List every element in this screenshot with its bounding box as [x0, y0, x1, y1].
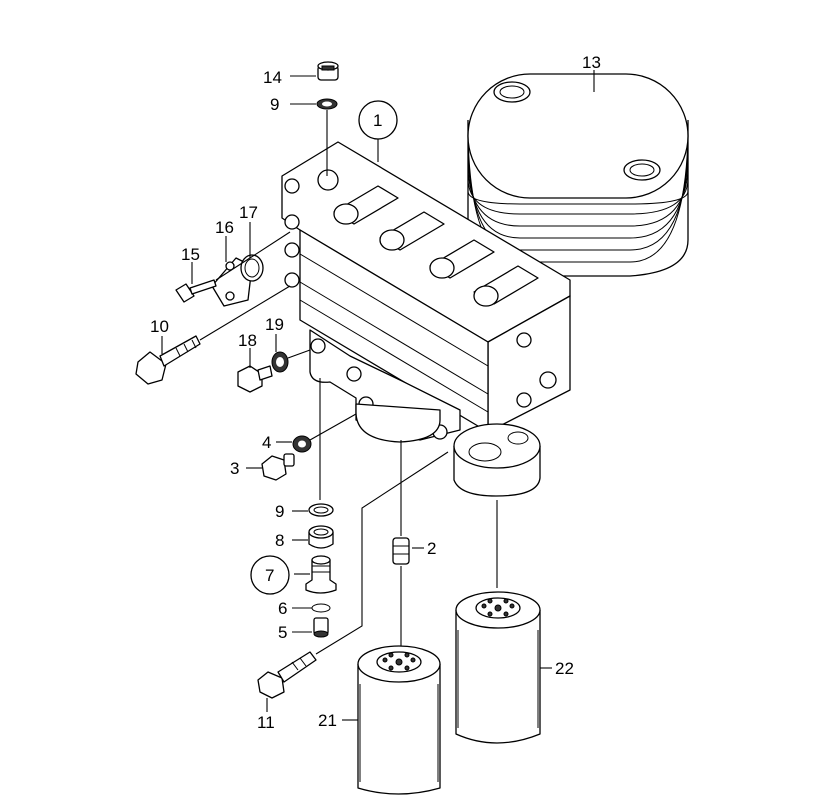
filter-adapter-cap [453, 423, 541, 497]
o-ring-part-6 [311, 603, 331, 613]
callout-circle-7 [250, 555, 290, 595]
callout-21: 21 [318, 711, 337, 730]
callout-19: 19 [265, 315, 284, 334]
plug-part-14 [317, 61, 339, 81]
washer-part-4 [292, 435, 312, 453]
callout-6: 6 [278, 599, 287, 618]
washer-part-9-top [316, 98, 338, 110]
callout-10: 10 [150, 317, 169, 336]
callout-3: 3 [230, 459, 239, 478]
plug-part-3 [261, 453, 295, 481]
callout-1: 1 [373, 111, 382, 130]
washer-part-9-lower [308, 503, 334, 517]
oil-filter-part-21 [357, 645, 441, 795]
valve-part-7 [305, 555, 337, 594]
callout-13: 13 [582, 53, 601, 72]
callout-17: 17 [239, 203, 258, 222]
sleeve-part-8 [308, 525, 334, 549]
callout-11: 11 [257, 713, 275, 732]
callout-8: 8 [275, 531, 284, 550]
bolt-part-18 [237, 365, 273, 393]
oil-filter-part-22 [455, 591, 541, 744]
nipple-part-2 [392, 537, 410, 565]
o-ring-part-17 [240, 254, 264, 282]
callout-22: 22 [555, 659, 574, 678]
callout-2: 2 [427, 539, 436, 558]
callout-16: 16 [215, 218, 234, 237]
callout-14: 14 [263, 68, 282, 87]
oil-cooler-part-13 [467, 73, 689, 277]
callout-18: 18 [238, 331, 257, 350]
bolt-part-10 [135, 335, 201, 385]
callout-9-lower: 9 [275, 502, 284, 521]
bolt-part-11 [257, 651, 317, 699]
bolt-part-15 [175, 279, 217, 303]
callout-9-top: 9 [270, 95, 279, 114]
callout-4: 4 [262, 433, 271, 452]
callout-circle-1 [358, 100, 398, 140]
callout-15: 15 [181, 245, 200, 264]
plug-part-5 [313, 617, 329, 638]
callout-5: 5 [278, 623, 287, 642]
callout-leaders [161, 70, 595, 721]
washer-part-19 [271, 351, 289, 373]
oil-filter-housing-part-1 [281, 141, 571, 443]
callout-7: 7 [265, 566, 274, 585]
